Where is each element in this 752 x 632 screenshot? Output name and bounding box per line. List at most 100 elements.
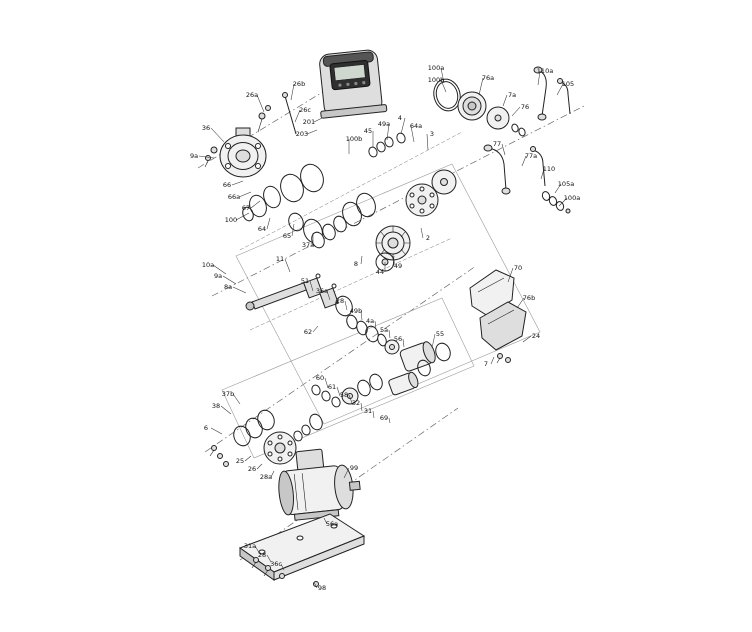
part-callout-label: 100a [564,194,580,202]
callout-leader-line [306,129,318,135]
callout-leader-line [388,329,391,339]
callout-leader-line [291,223,295,237]
part-callout-label: 10a [202,261,214,269]
callout-leader-line [360,402,363,412]
part-callout-label: 76a [482,74,494,82]
part-callout-label: 11 [276,255,284,263]
part-callout-label: 55 [436,330,444,338]
callout-leader-line [478,77,484,96]
part-callout-label: 28a [260,473,272,481]
callout-leader-line [198,155,215,159]
callout-leader-line [313,581,318,589]
part-callout-label: 51 [301,277,309,285]
part-callout-label: 105a [558,180,574,188]
part-callout-label: 69 [380,414,388,422]
callout-leader-line [256,94,265,113]
part-callout-label: 8a [224,283,232,291]
part-callout-label: 36a [316,287,328,295]
callout-leader-line [212,264,227,275]
callout-leader-line [280,563,285,571]
callout-leader-line [250,200,261,209]
part-callout-label: 62 [304,328,312,336]
callout-leader-line [232,393,241,405]
callout-leader-line [266,554,272,563]
part-callout-label: 58 [340,391,348,399]
part-callout-label: 4 [398,114,402,122]
callout-leader-line [521,155,527,167]
part-callout-label: 26c [299,106,311,114]
part-callout-label: 49b [350,307,362,315]
callout-leader-line [388,417,391,424]
callout-layer: 26a26b26c201203369a6666a67100646537a100b… [190,64,580,592]
callout-leader-line [440,67,445,84]
part-callout-label: 76 [521,103,529,111]
part-callout-label: 9a [190,152,198,160]
part-callout-label: 100b [428,76,445,84]
callout-leader-line [556,83,564,96]
part-callout-label: 36 [202,124,210,132]
callout-leader-line [324,377,329,389]
part-callout-label: 49a [378,120,390,128]
part-callout-label: 28 [336,297,344,305]
part-callout-label: 28 [258,551,266,559]
flange-stack [209,409,323,467]
callout-leader-line [440,79,447,93]
callout-leader-line [313,117,323,123]
pump-head-orings [242,163,324,244]
part-callout-label: 77a [525,152,537,160]
callout-leader-line [410,125,415,143]
base-screws [251,557,319,587]
callout-leader-line [232,286,247,294]
callout-leader-line [222,275,237,285]
part-callout-label: 49 [394,262,402,270]
callout-leader-line [210,127,225,143]
callout-leader-line [431,333,436,349]
callout-leader-line [372,410,375,419]
callout-leader-line [323,517,328,525]
part-callout-label: 8 [354,260,358,268]
shaft-coupling [245,273,353,317]
callout-leader-line [558,197,568,207]
callout-leader-line [420,227,424,239]
part-callout-label: 9a [214,272,222,280]
part-callout-label: 7 [484,360,488,368]
part-callout-label: 26 [248,465,256,473]
control-top-motor [319,49,388,119]
part-callout-label: 32 [352,399,360,407]
callout-leader-line [344,300,348,311]
part-callout-label: 67 [242,204,250,212]
impeller-chamber-stack [311,132,457,272]
part-callout-label: 26b [293,80,305,88]
callout-leader-line [336,386,341,397]
part-callout-label: 105 [562,80,574,88]
part-callout-label: 7a [508,91,516,99]
part-callout-label: 60 [316,374,324,382]
callout-leader-line [554,183,562,194]
axis-lines [197,61,585,561]
part-callout-label: 64 [258,225,266,233]
callout-leader-line [392,255,395,267]
callout-leader-line [400,117,406,135]
part-callout-label: 77 [493,140,501,148]
callout-leader-line [309,280,314,292]
part-callout-label: 38 [212,402,220,410]
guard-brackets [469,269,527,364]
callout-leader-line [537,70,541,86]
part-callout-label: 3 [430,130,434,138]
callout-leader-line [256,463,263,470]
callout-leader-line [266,217,271,230]
callout-leader-line [290,83,295,101]
callout-leader-line [238,191,252,198]
part-callout-label: 100 [225,216,237,224]
part-callout-label: 110a [537,67,553,75]
lower-parts-row [311,359,431,408]
callout-leader-line [348,394,353,404]
part-callout-label: 25 [236,457,244,465]
sleeve-row [346,314,451,372]
callout-leader-line [374,320,377,330]
pipe-assemblies [483,66,571,214]
part-callout-label: 70 [514,264,522,272]
part-callout-label: 5a [380,326,388,334]
